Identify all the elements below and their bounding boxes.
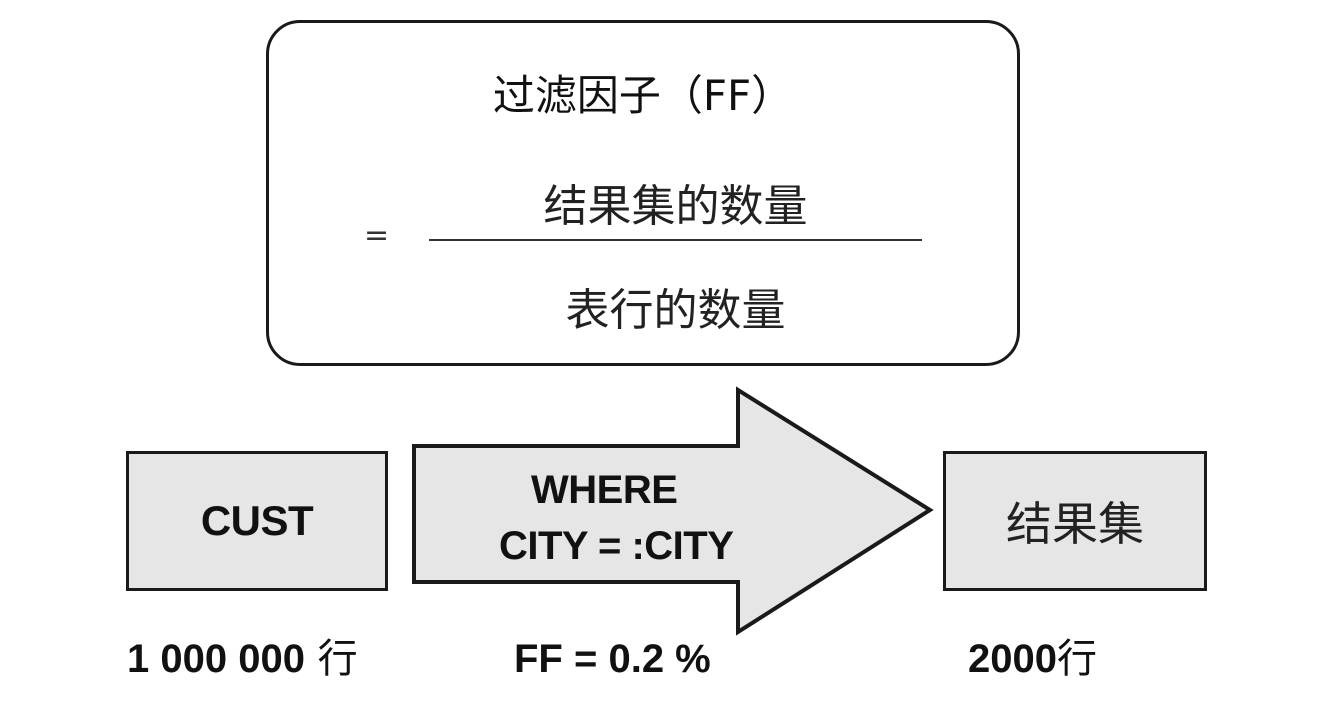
result-set-label: 结果集 [1006,497,1144,551]
source-row-count-caption: 1 000 000 行 [127,634,358,684]
predicate-condition-label: CITY = :CITY [499,524,734,568]
formula-denominator: 表行的数量 [565,285,786,336]
result-set-box: 结果集 [943,451,1207,591]
predicate-arrow-icon [412,386,934,636]
source-row-count: 1 000 000 [127,637,305,681]
filter-factor-value: FF = 0.2 % [514,637,711,681]
formula-numerator: 结果集的数量 [543,181,808,232]
source-table-box: CUST [126,451,388,591]
filter-factor-formula-box: 过滤因子（FF） = 结果集的数量 表行的数量 [266,20,1020,366]
filter-factor-caption: FF = 0.2 % [514,634,711,684]
source-row-unit: 行 [317,636,358,682]
source-table-label: CUST [200,497,314,544]
fraction-bar [429,239,922,241]
formula-equals-sign: = [364,218,390,253]
result-row-count: 2000 [968,637,1057,681]
formula-title: 过滤因子（FF） [492,71,794,120]
predicate-where-label: WHERE [531,468,678,512]
result-row-unit: 行 [1056,636,1097,682]
result-row-count-caption: 2000行 [968,634,1097,684]
